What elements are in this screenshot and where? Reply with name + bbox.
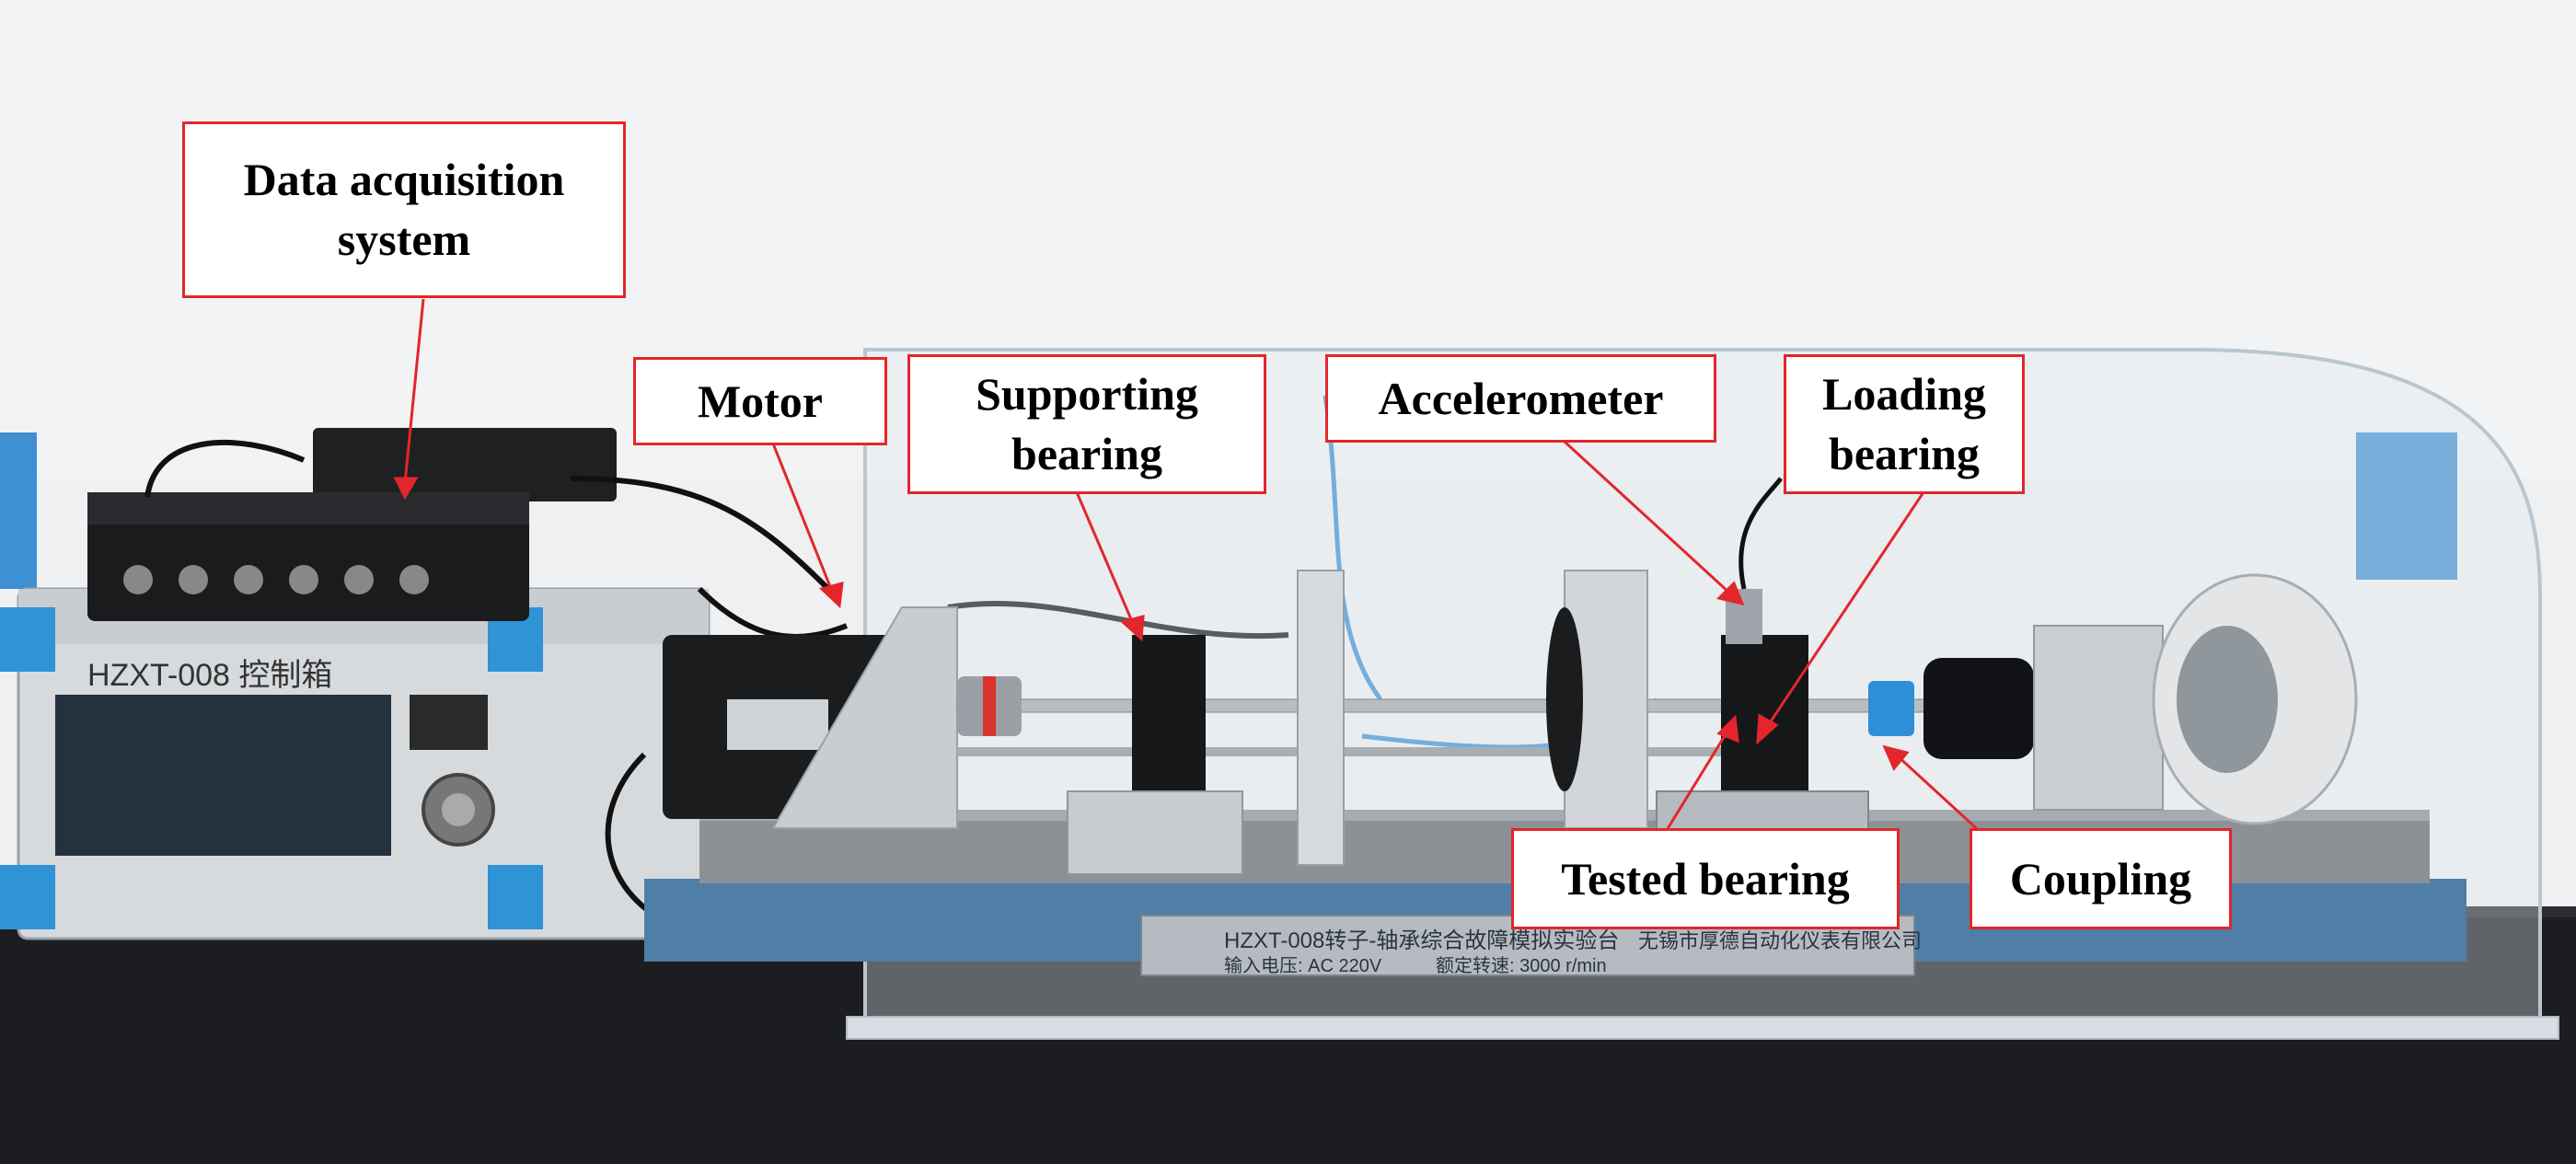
bench-plate-speed: 额定转速: 3000 r/min <box>1436 955 1607 976</box>
callout-accelerometer: Accelerometer <box>1325 354 1716 443</box>
callout-loading-bearing: Loading bearing <box>1784 354 2025 494</box>
bench-plate-title: HZXT-008转子-轴承综合故障模拟实验台 <box>1224 928 1619 953</box>
callout-supporting-bearing: Supporting bearing <box>907 354 1266 494</box>
wall-fixture-right <box>2356 432 2457 580</box>
daq-units <box>87 428 617 621</box>
callout-coupling: Coupling <box>1970 828 2232 929</box>
bench-plate-maker: 无锡市厚德自动化仪表有限公司 <box>1638 929 1922 952</box>
flexible-coupling <box>1868 681 1914 736</box>
rotor-disc <box>1546 570 1648 829</box>
rotor-shaft <box>956 698 1970 713</box>
control-box: HZXT-008 控制箱 <box>0 587 710 940</box>
control-box-label: HZXT-008 控制箱 <box>87 658 332 693</box>
wall-fixture-left <box>0 432 37 589</box>
control-box-display <box>410 695 488 750</box>
callout-motor: Motor <box>633 357 887 445</box>
callout-data-acquisition-system: Data acquisition system <box>182 121 626 298</box>
callout-tested-bearing: Tested bearing <box>1511 828 1900 929</box>
bench-plate-voltage: 输入电压: AC 220V <box>1224 955 1382 976</box>
shaft-support-pedestal <box>1297 570 1345 866</box>
control-box-screen <box>55 695 391 856</box>
cables <box>144 440 1289 923</box>
magnetic-brake <box>1923 573 2358 825</box>
motor <box>663 606 958 829</box>
supporting-bearing <box>1067 635 1243 875</box>
